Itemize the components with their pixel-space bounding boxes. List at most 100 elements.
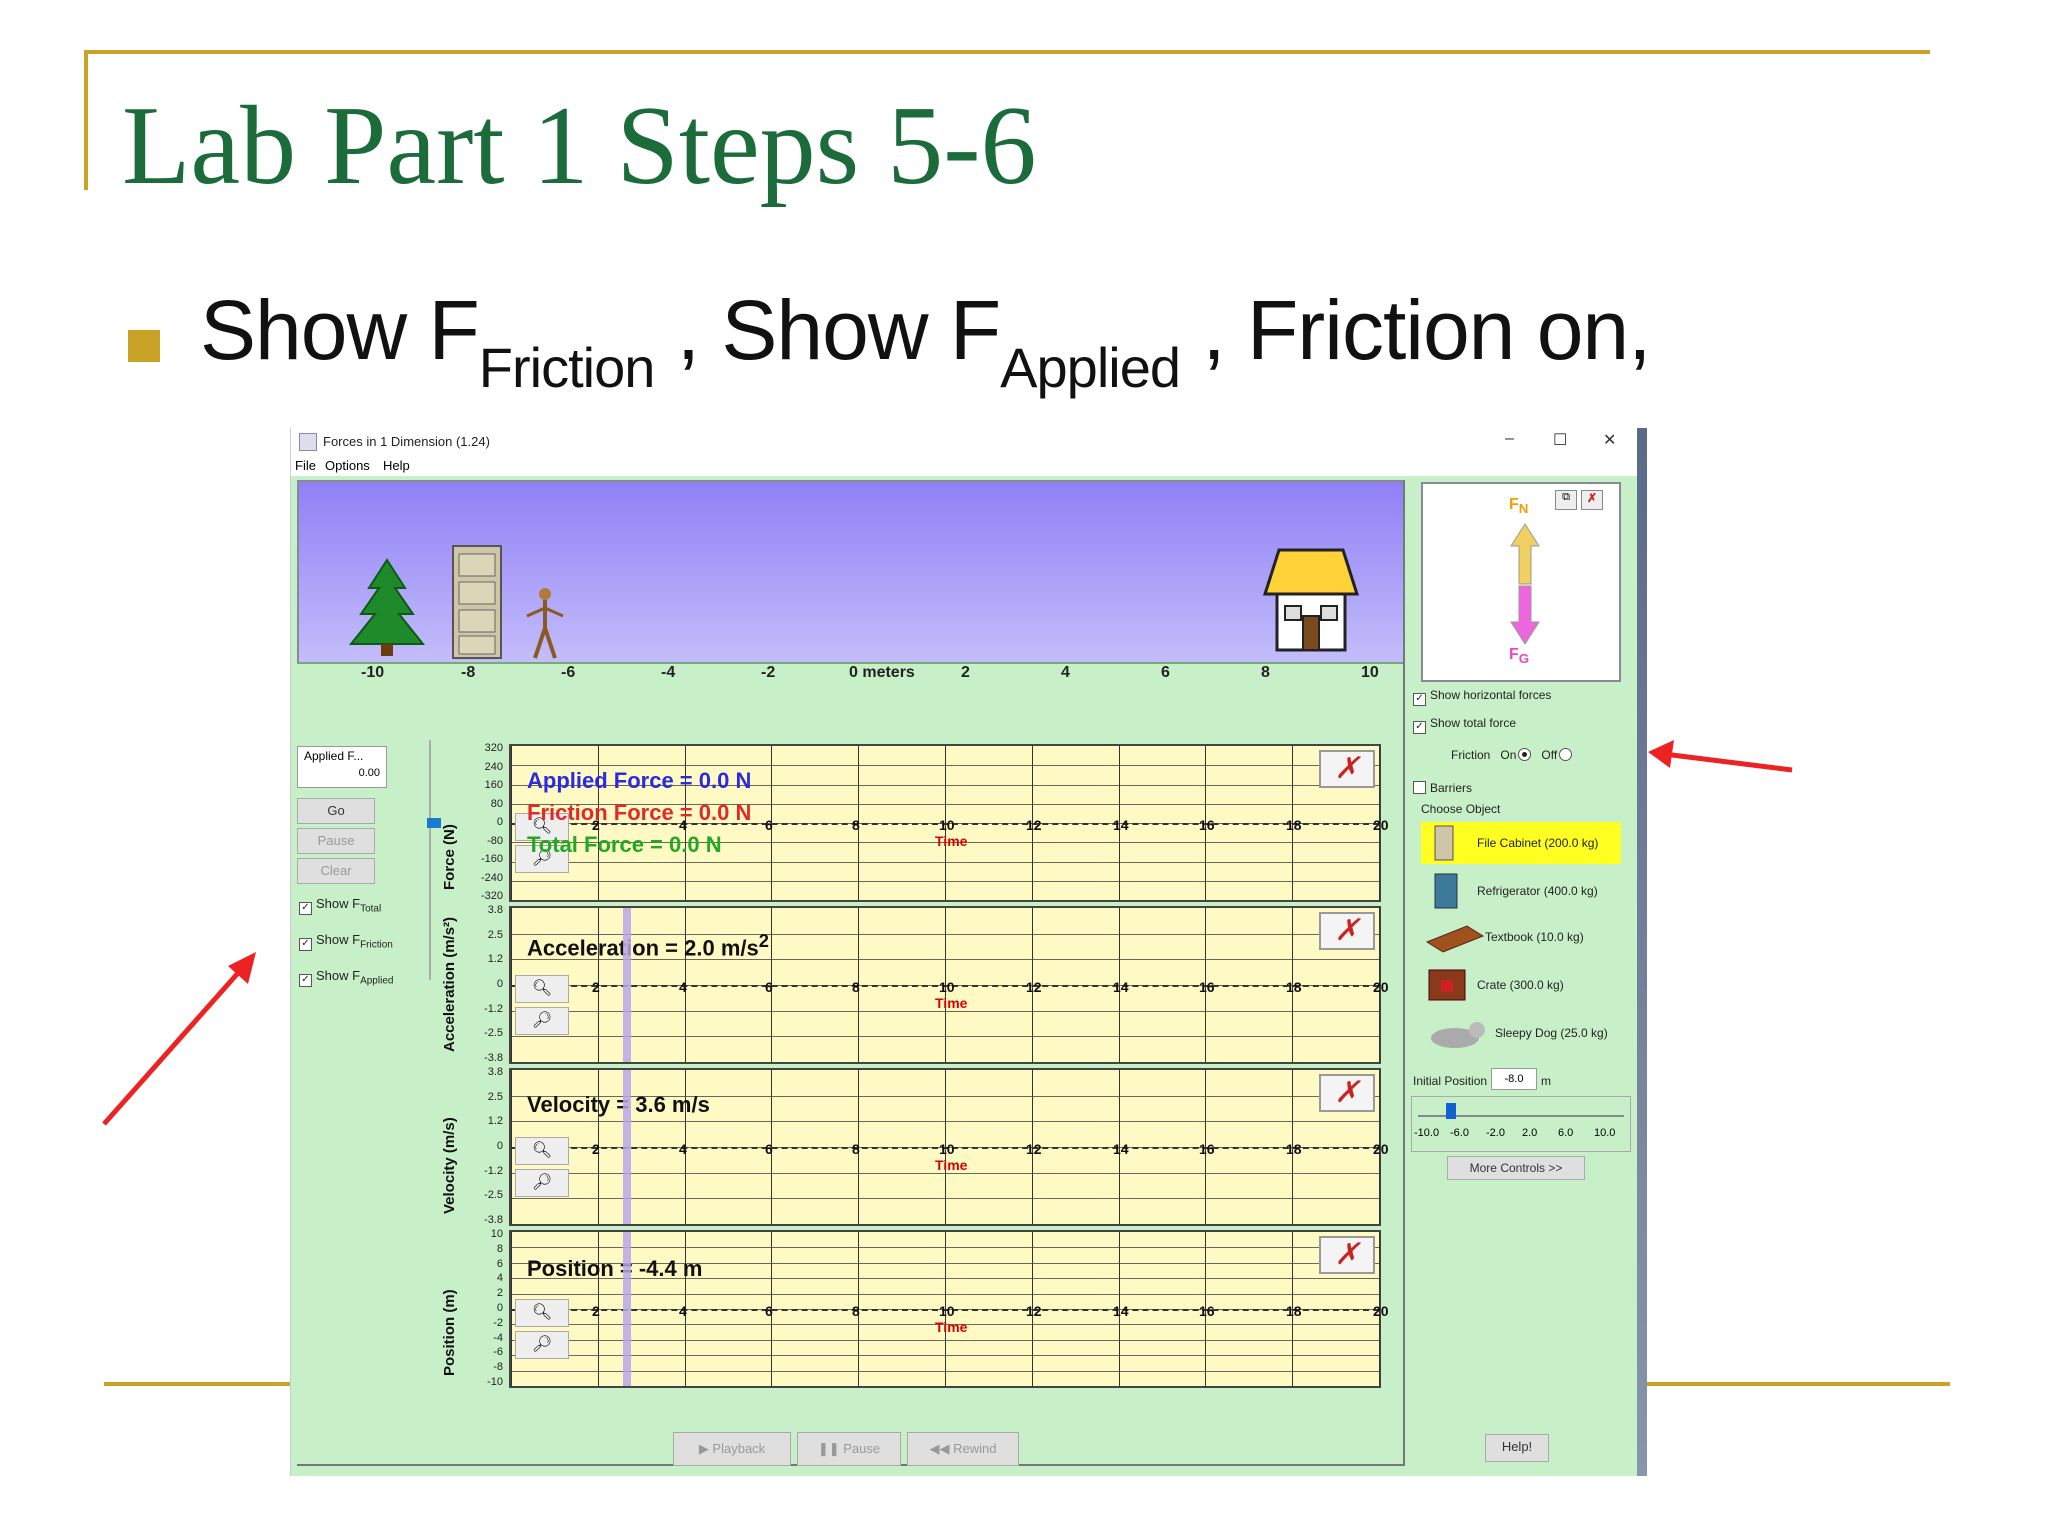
object-textbook[interactable]: Textbook (10.0 kg) [1421,916,1621,958]
clear-button[interactable]: Clear [297,858,375,884]
pause-button[interactable]: Pause [297,828,375,854]
ground-line [297,662,1401,664]
fbd-close-icon[interactable]: ✗ [1581,490,1603,510]
pause-icon: ❚❚ [817,1441,844,1456]
time-cursor[interactable] [623,908,631,1062]
applied-force-value: 0.00 [358,767,380,779]
zoom-in-icon[interactable]: 🔍︎ [515,1137,569,1165]
time-cursor[interactable] [623,1070,631,1224]
more-controls-button[interactable]: More Controls >> [1447,1156,1585,1180]
x-tick-label: 6 [765,979,773,995]
object-sleepy-dog[interactable]: Sleepy Dog (25.0 kg) [1421,1012,1621,1054]
grid-line-horizontal [511,934,1379,935]
position-y-tick: 6 [496,1257,503,1270]
initial-position-input[interactable]: -8.0 [1491,1068,1537,1090]
menu-bar: File Options Help [291,454,1639,476]
x-tick-label: 12 [1026,817,1042,833]
help-button[interactable]: Help! [1485,1434,1549,1462]
playback-button[interactable]: ▶ Playback [673,1432,791,1466]
velocity-y-tick: -3.8 [484,1214,503,1226]
zero-axis [511,985,1379,987]
velocity-y-tick: -2.5 [484,1189,503,1202]
barriers-checkbox[interactable]: Barriers [1413,781,1472,795]
grid-line-horizontal [511,1011,1379,1012]
maximize-button[interactable]: ☐ [1553,432,1568,449]
time-cursor[interactable] [623,1232,631,1386]
graph-close-icon[interactable]: ✗ [1319,1074,1375,1112]
grid-line-horizontal [511,765,1379,766]
zoom-out-icon[interactable]: 🔎︎ [515,1331,569,1359]
zoom-out-icon[interactable]: 🔎︎ [515,845,569,873]
zoom-out-icon[interactable]: 🔎︎ [515,1007,569,1035]
show-horizontal-checkbox[interactable]: ✓Show horizontal forces [1413,688,1551,706]
refrigerator-icon [1434,873,1458,909]
applied-force-label: Applied F... [304,749,364,763]
grid-line-vertical [1379,1070,1380,1224]
slider-thumb[interactable] [1446,1103,1456,1119]
object-crate[interactable]: Crate (300.0 kg) [1421,964,1621,1006]
tree-icon [348,558,426,656]
zero-axis [511,1309,1379,1311]
friction-force-readout: Friction Force = 0.0 N [527,800,752,825]
velocity-y-tick: 3.8 [487,1066,503,1078]
acceleration-y-tick: 0 [496,978,503,990]
force-y-title: Force (N) [441,824,458,890]
object-file-cabinet[interactable]: File Cabinet (200.0 kg) [1421,822,1621,864]
velocity-y-tick: 1.2 [487,1115,503,1128]
force-y-tick: 240 [484,760,503,773]
graph-close-icon[interactable]: ✗ [1319,1236,1375,1274]
x-tick-label: 16 [1199,1141,1215,1157]
minimize-button[interactable]: – [1505,430,1514,447]
show-f-friction-checkbox[interactable]: ✓Show FFriction [299,932,393,951]
axis-tick-label: 2 [961,664,970,681]
x-tick-label: 6 [765,817,773,833]
zoom-out-icon[interactable]: 🔎︎ [515,1169,569,1197]
file-cabinet-icon[interactable] [451,544,505,662]
force-slider-thumb[interactable] [427,818,441,828]
x-tick-label: 12 [1026,1141,1042,1157]
acceleration-y-tick: 3.8 [487,904,503,916]
arrow-right-icon [1648,740,1793,773]
friction-off-radio[interactable]: Off [1541,748,1573,762]
slider-tick-label: -6.0 [1450,1127,1469,1139]
axis-tick-label: -10 [361,664,385,681]
undock-icon[interactable]: ⧉ [1555,490,1577,510]
axis-tick-label: -4 [661,664,676,681]
menu-options[interactable]: Options [325,458,370,473]
x-tick-label: 8 [852,1303,860,1319]
acceleration-y-tick: 1.2 [487,953,503,966]
applied-force-field[interactable]: Applied F... 0.00 [297,746,387,788]
menu-help[interactable]: Help [383,458,410,473]
close-button[interactable]: ✕ [1603,432,1617,449]
grid-line-horizontal [511,881,1379,882]
show-f-applied-checkbox[interactable]: ✓Show FApplied [299,968,393,987]
x-tick-label: 4 [679,979,687,995]
x-tick-label: 4 [679,1303,687,1319]
position-y-tick: -2 [493,1316,503,1329]
object-refrigerator[interactable]: Refrigerator (400.0 kg) [1421,870,1621,912]
show-total-force-checkbox[interactable]: ✓Show total force [1413,716,1516,734]
zoom-in-icon[interactable]: 🔍︎ [515,813,569,841]
x-tick-label: 20 [1373,979,1389,995]
playback-pause-button[interactable]: ❚❚ Pause [797,1432,901,1466]
grid-line-horizontal [511,1294,1379,1295]
grid-line-horizontal [511,1096,1379,1097]
zoom-in-icon[interactable]: 🔍︎ [515,1299,569,1327]
go-button[interactable]: Go [297,798,375,824]
slide-left-rule [84,50,88,190]
graph-close-icon[interactable]: ✗ [1319,912,1375,950]
rewind-button[interactable]: ◀◀ Rewind [907,1432,1019,1466]
arrow-left-icon [102,952,256,1126]
zoom-in-icon[interactable]: 🔍︎ [515,975,569,1003]
time-axis-label: Time [935,1157,968,1173]
grid-line-horizontal [511,1263,1379,1264]
friction-on-radio[interactable]: On [1500,748,1532,762]
x-tick-label: 14 [1113,817,1129,833]
graph-close-icon[interactable]: ✗ [1319,750,1375,788]
axis-tick-label: 6 [1161,664,1170,681]
slider-tick-label: -2.0 [1486,1127,1505,1139]
menu-file[interactable]: File [295,458,316,473]
position-y-tick: 0 [496,1302,503,1314]
show-f-total-checkbox[interactable]: ✓Show FTotal [299,896,381,915]
